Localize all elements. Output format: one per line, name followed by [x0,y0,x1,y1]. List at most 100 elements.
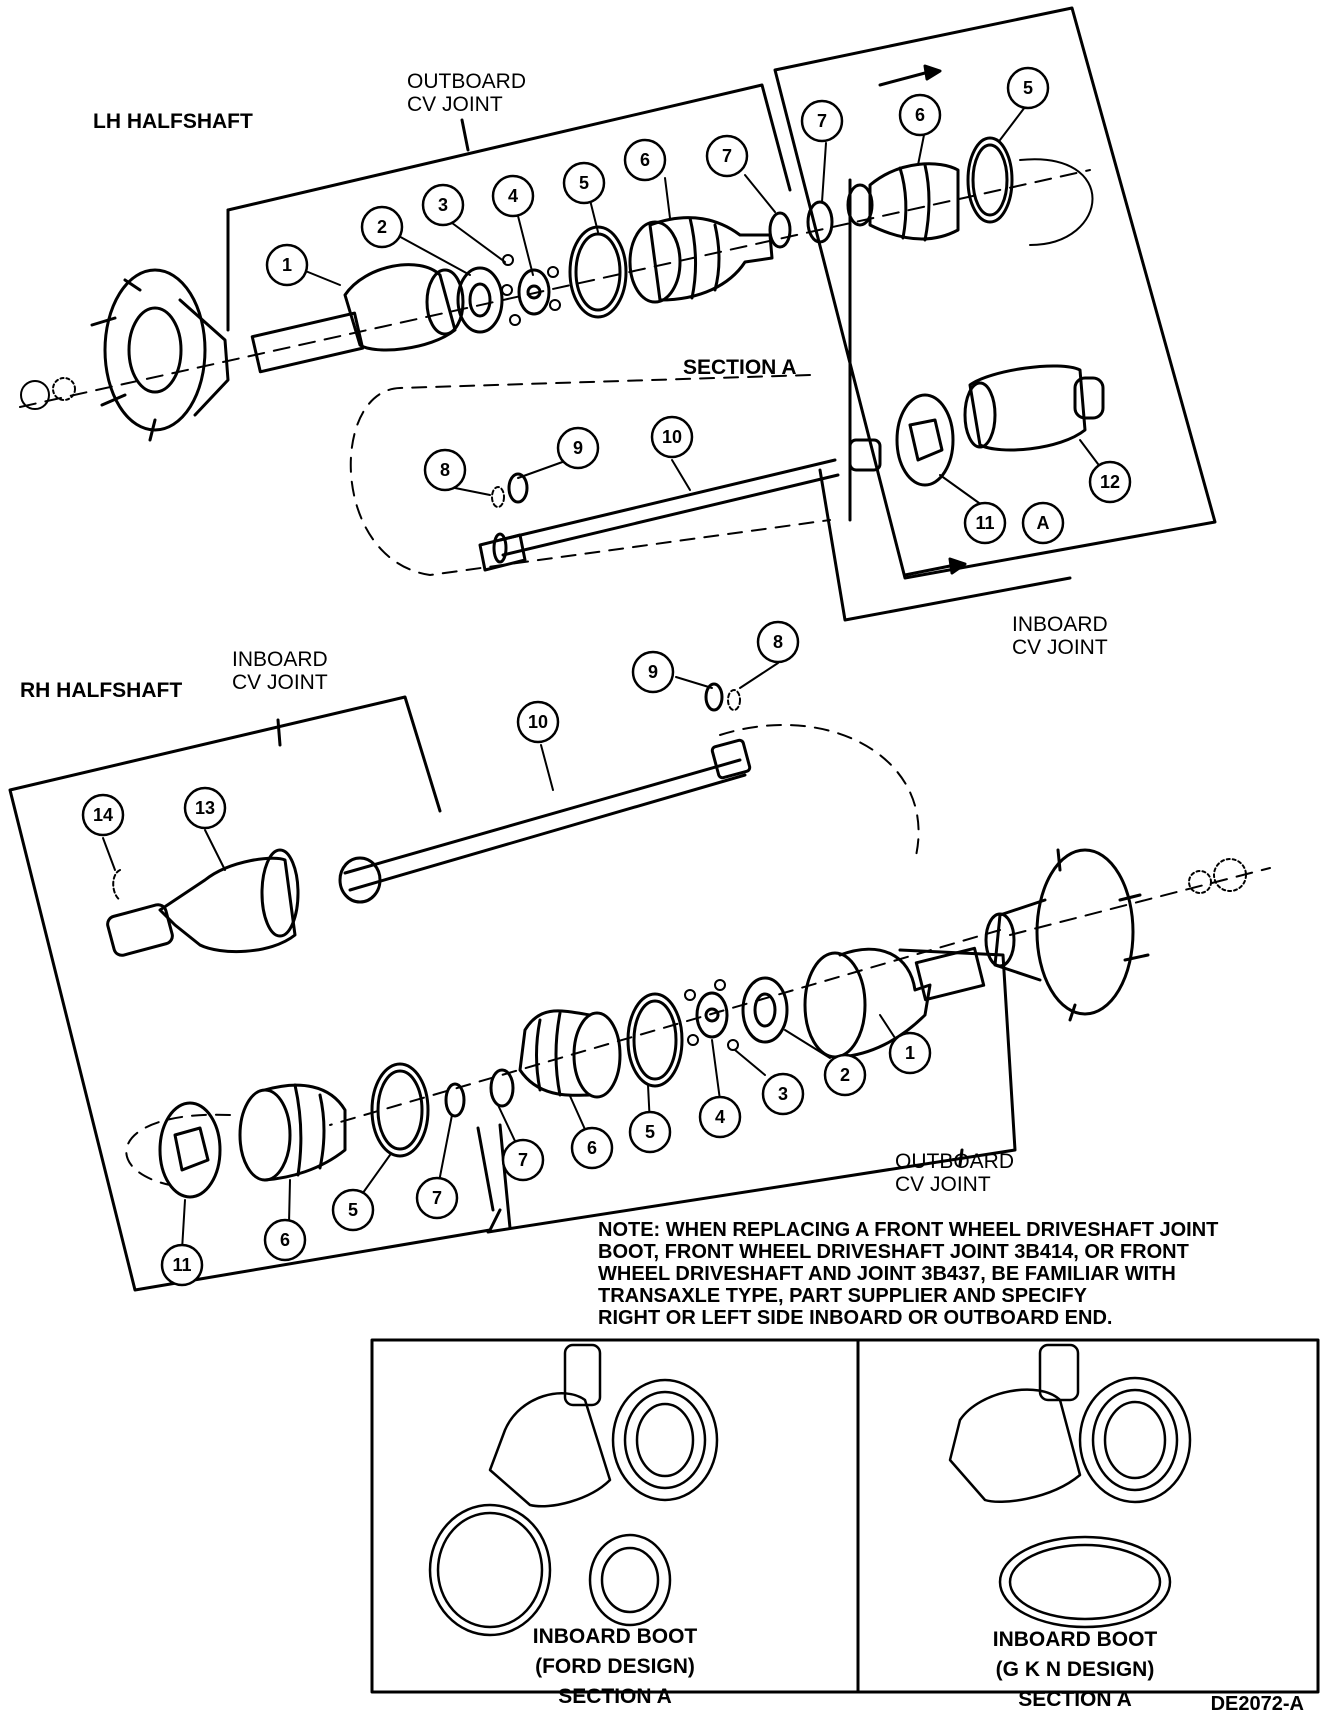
lh-callout-label: 3 [438,195,448,215]
lh-callout-label: 10 [662,427,682,447]
rh-callout-label: 5 [348,1200,358,1220]
figure-code: DE2072-A [1210,1693,1304,1715]
lh-callout-label: 7 [722,146,732,166]
lh-callout-circle [491,174,535,218]
rh-circlip [704,682,724,712]
rh-clip-a [489,1068,515,1108]
rh-callout-label: 3 [778,1084,788,1104]
section-a-panels-frame [370,1338,1320,1694]
note-line: NOTE: WHEN REPLACING A FRONT WHEEL DRIVE… [598,1219,1219,1241]
lh-inboard-cv-label: INBOARD CV JOINT [1012,613,1108,659]
rh-snap-ring [112,869,121,901]
rh-callout-circle [415,1176,459,1220]
lh-tripod-seal [895,393,955,487]
gkn-caption: INBOARD BOOT (G K N DESIGN) SECTION A [960,1625,1190,1715]
lh-clamp-outboard [568,225,628,319]
gkn-caption-line3: SECTION A [1018,1688,1132,1711]
rh-callout-label: 7 [518,1150,528,1170]
lh-nut [20,377,76,410]
rh-callout-label: 11 [172,1255,191,1275]
lh-axis [19,169,1091,408]
rh-outboard-cv-label: OUTBOARD CV JOINT [895,1150,1015,1196]
gkn-caption-line1: INBOARD BOOT [992,1628,1158,1651]
rh-callout-label: 6 [587,1138,597,1158]
lh-hub [90,268,230,442]
lh-callout-label: 4 [508,186,518,206]
rh-callout-label: 7 [432,1188,442,1208]
lh-callout-circle [623,138,667,182]
lh-callout-circle [800,99,844,143]
rh-callout-label: 10 [528,712,548,732]
lh-clip-outboard [768,211,792,249]
rh-clamp-inboard [370,1062,430,1158]
rh-callout-circle [761,1072,805,1116]
rh-boot-outboard [518,1009,622,1099]
rh-loop-lower [125,1113,231,1186]
lh-outboard-cv-label: OUTBOARD CV JOINT [407,70,527,116]
gkn-caption-line2: (G K N DESIGN) [995,1658,1155,1681]
rh-callout-circle [516,700,560,744]
lh-callout-label: 12 [1100,472,1120,492]
rh-callout-circle [183,786,227,830]
rh-callout-circle [628,1110,672,1154]
rh-callout-circle [823,1053,867,1097]
ford-caption-line3: SECTION A [558,1685,672,1708]
rh-callout-label: 5 [645,1122,655,1142]
rh-callout-label: 8 [773,632,783,652]
lh-callout-circle [423,448,467,492]
lh-callout-circle [556,426,600,470]
rh-stop-ring [727,689,741,711]
rh-callout-circle [570,1126,614,1170]
lh-inner-race [517,268,551,316]
lh-callout-circle [1088,460,1132,504]
ford-caption-line1: INBOARD BOOT [532,1625,698,1648]
lh-callout-label: 6 [915,105,925,125]
lh-callout-label: 2 [377,217,387,237]
lh-callout-circle [963,501,1007,545]
note-line: RIGHT OR LEFT SIDE INBOARD OR OUTBOARD E… [598,1307,1113,1329]
lh-callout-label: 5 [1023,78,1033,98]
lh-stop-ring [507,472,529,504]
note-line: WHEEL DRIVESHAFT AND JOINT 3B437, BE FAM… [598,1263,1176,1285]
lh-callout-circle [360,205,404,249]
lh-loop [349,374,831,576]
rh-nut [1188,858,1247,894]
rh-callout-circle [160,1243,204,1287]
rh-hub [984,848,1150,1022]
lh-clamp-inboard [966,136,1014,224]
ford-boot-illustration [428,1343,719,1637]
rh-callout-label: 6 [280,1230,290,1250]
lh-shaft [478,438,882,572]
rh-callout-circle [698,1095,742,1139]
lh-inboard-housing [963,364,1105,452]
rh-loop-upper [719,724,920,861]
rh-callout-label: 1 [905,1043,915,1063]
rh-callout-label: 9 [648,662,658,682]
gkn-boot-illustration [948,1343,1192,1629]
rh-inboard-cv-label: INBOARD CV JOINT [232,648,328,694]
lh-callout-label: 7 [817,111,827,131]
rh-callout-circle [331,1188,375,1232]
rh-callout-circle [501,1138,545,1182]
rh-shaft [338,738,752,904]
ford-caption: INBOARD BOOT (FORD DESIGN) SECTION A [500,1622,730,1712]
lh-circlip [491,486,505,508]
rh-callout-label: 4 [715,1107,725,1127]
rh-tripod-seal [158,1101,222,1199]
lh-outboard-bracket-top [226,83,792,212]
note-line: BOOT, FRONT WHEEL DRIVESHAFT JOINT 3B414… [598,1241,1189,1263]
lh-callout-circle [650,415,694,459]
lh-clip-inboard [806,200,834,244]
rh-title: RH HALFSHAFT [20,679,183,702]
lh-callout-label: 8 [440,460,450,480]
rh-frame [8,695,502,1292]
rh-balls [684,979,739,1051]
lh-section-tag-label: A [1037,513,1050,533]
rh-callout-label: 2 [840,1065,850,1085]
lh-callout-circle [1006,66,1050,110]
lh-boot-outboard [628,216,774,304]
rh-callout-circle [81,793,125,837]
rh-clip-b [444,1082,466,1118]
rh-callout-circle [631,650,675,694]
ford-caption-line2: (FORD DESIGN) [535,1655,695,1678]
